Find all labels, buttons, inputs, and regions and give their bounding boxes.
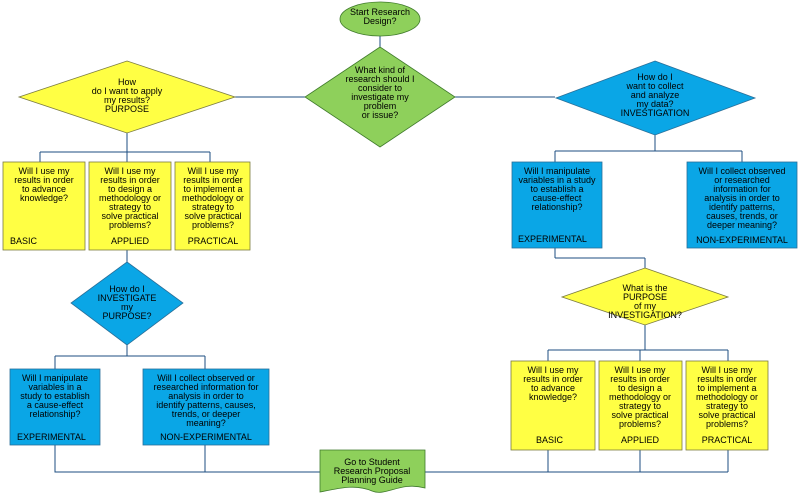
right-nonexperimental-tag: NON-EXPERIMENTAL xyxy=(696,235,788,245)
right-experimental-tag-text: EXPERIMENTAL xyxy=(518,234,587,244)
left-basic-tag-text: BASIC xyxy=(10,236,38,246)
right-applied-tag: APPLIED xyxy=(621,435,660,445)
left-practical-tag-text: PRACTICAL xyxy=(188,236,239,246)
right-practical-tag: PRACTICAL xyxy=(702,435,753,445)
connector-lines xyxy=(39,36,743,473)
left-practical-tag: PRACTICAL xyxy=(188,236,239,246)
left-nonexperimental-tag-text: NON-EXPERIMENTAL xyxy=(160,432,252,442)
right-practical-tag-text: PRACTICAL xyxy=(702,435,753,445)
left-experimental-tag-text: EXPERIMENTAL xyxy=(17,432,86,442)
left-applied-tag-text: APPLIED xyxy=(111,236,150,246)
right-basic-tag-text: BASIC xyxy=(536,435,564,445)
left-experimental-tag: EXPERIMENTAL xyxy=(17,432,86,442)
left-basic-tag: BASIC xyxy=(10,236,38,246)
right-applied-tag-text: APPLIED xyxy=(621,435,660,445)
right-basic-tag: BASIC xyxy=(536,435,564,445)
left-nonexperimental-tag: NON-EXPERIMENTAL xyxy=(160,432,252,442)
left-applied-tag: APPLIED xyxy=(111,236,150,246)
right-experimental-tag: EXPERIMENTAL xyxy=(518,234,587,244)
right-nonexperimental-tag-text: NON-EXPERIMENTAL xyxy=(696,235,788,245)
